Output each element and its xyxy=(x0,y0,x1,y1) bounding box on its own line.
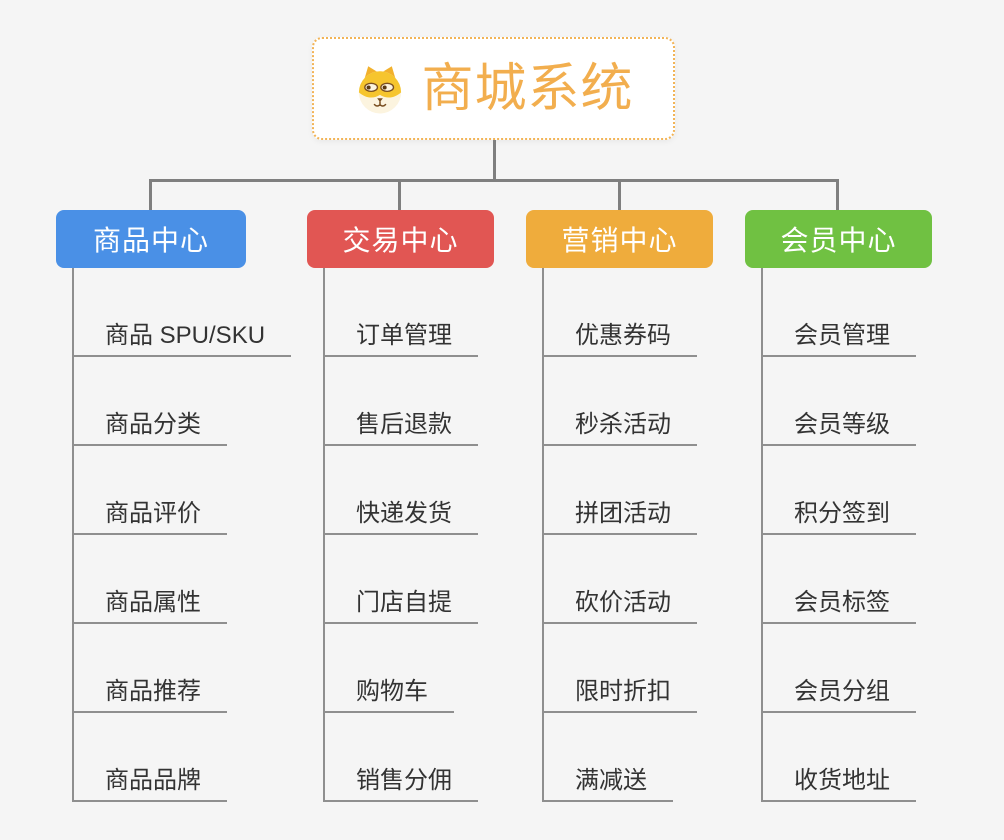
branch-drop-connector xyxy=(398,179,401,210)
leaf-list-trade: 订单管理 售后退款 快递发货 门店自提 购物车 销售分佣 xyxy=(323,268,478,802)
branch-label: 营销中心 xyxy=(561,225,678,256)
leaf-node[interactable]: 商品分类 xyxy=(74,357,227,446)
branch-drop-connector xyxy=(618,179,621,210)
leaf-node[interactable]: 砍价活动 xyxy=(544,535,697,624)
root-node[interactable]: 商城系统 xyxy=(312,37,675,140)
leaf-node[interactable]: 积分签到 xyxy=(763,446,916,535)
branch-bus-connector xyxy=(149,179,839,182)
leaf-node[interactable]: 商品 SPU/SKU xyxy=(74,268,292,357)
leaf-node[interactable]: 订单管理 xyxy=(325,268,478,357)
leaf-node[interactable]: 满减送 xyxy=(544,713,673,802)
leaf-node[interactable]: 购物车 xyxy=(325,624,454,713)
leaf-node[interactable]: 会员分组 xyxy=(763,624,916,713)
leaf-node[interactable]: 收货地址 xyxy=(763,713,916,802)
leaf-list-marketing: 优惠券码 秒杀活动 拼团活动 砍价活动 限时折扣 满减送 xyxy=(542,268,697,802)
leaf-node[interactable]: 商品评价 xyxy=(74,446,227,535)
branch-drop-connector xyxy=(836,179,839,210)
leaf-node[interactable]: 门店自提 xyxy=(325,535,478,624)
leaf-node[interactable]: 商品品牌 xyxy=(74,713,227,802)
root-stem-connector xyxy=(493,140,496,182)
leaf-node[interactable]: 秒杀活动 xyxy=(544,357,697,446)
leaf-list-goods: 商品 SPU/SKU 商品分类 商品评价 商品属性 商品推荐 商品品牌 xyxy=(72,268,292,802)
branch-label: 会员中心 xyxy=(780,225,897,256)
leaf-node[interactable]: 商品属性 xyxy=(74,535,227,624)
branch-label: 商品中心 xyxy=(92,225,209,256)
leaf-node[interactable]: 拼团活动 xyxy=(544,446,697,535)
leaf-node[interactable]: 会员等级 xyxy=(763,357,916,446)
branch-node-marketing[interactable]: 营销中心 xyxy=(526,210,713,268)
leaf-node[interactable]: 优惠券码 xyxy=(544,268,697,357)
root-title: 商城系统 xyxy=(421,59,634,118)
leaf-list-member: 会员管理 会员等级 积分签到 会员标签 会员分组 收货地址 xyxy=(761,268,916,802)
branch-node-goods[interactable]: 商品中心 xyxy=(56,210,246,268)
leaf-node[interactable]: 销售分佣 xyxy=(325,713,478,802)
leaf-node[interactable]: 快递发货 xyxy=(325,446,478,535)
branch-node-member[interactable]: 会员中心 xyxy=(745,210,932,268)
branch-label: 交易中心 xyxy=(342,225,459,256)
branch-node-trade[interactable]: 交易中心 xyxy=(307,210,494,268)
branch-drop-connector xyxy=(149,179,152,210)
leaf-node[interactable]: 会员管理 xyxy=(763,268,916,357)
leaf-node[interactable]: 限时折扣 xyxy=(544,624,697,713)
leaf-node[interactable]: 商品推荐 xyxy=(74,624,227,713)
leaf-node[interactable]: 会员标签 xyxy=(763,535,916,624)
shiba-dog-icon xyxy=(353,62,407,116)
leaf-node[interactable]: 售后退款 xyxy=(325,357,478,446)
